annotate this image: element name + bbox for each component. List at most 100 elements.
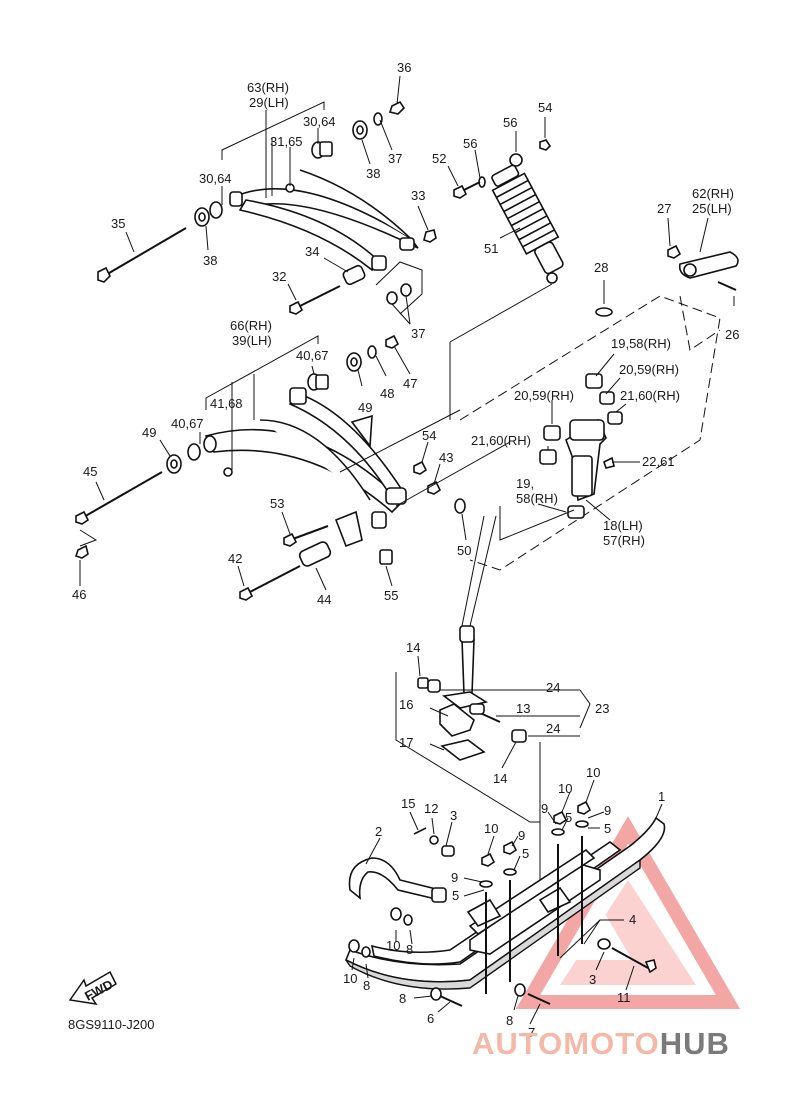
callout-label: 20,59(RH) [619, 362, 679, 377]
callout-label: 41,68 [210, 396, 243, 411]
watermark-part2: HUB [659, 1026, 730, 1061]
callout-label: 20,59(RH) [514, 388, 574, 403]
callout-label: 45 [83, 464, 97, 479]
callout-label: 5 [565, 810, 572, 825]
callout-label: 10 [586, 765, 600, 780]
callout-label: 51 [484, 241, 498, 256]
watermark-text: AUTOMOTOHUB [472, 1026, 730, 1062]
leader-lines-steering [499, 217, 735, 541]
callout-label: 30,64 [199, 171, 232, 186]
callout-label: 9 [541, 801, 548, 816]
callout-label: 66(RH) [230, 318, 272, 333]
callout-label: 3 [450, 808, 457, 823]
callout-label: 36 [397, 60, 411, 75]
callout-label: 6 [427, 1011, 434, 1026]
callout-label: 5 [452, 888, 459, 903]
callout-label: 5 [604, 821, 611, 836]
diagram-code: 8GS9110-J200 [68, 1017, 155, 1032]
callout-label: 38 [203, 253, 217, 268]
callout-label: 39(LH) [232, 333, 272, 348]
callout-label: 23 [595, 701, 609, 716]
callout-label: 27 [657, 201, 671, 216]
callout-label: 56 [503, 115, 517, 130]
callout-label: 25(LH) [692, 201, 732, 216]
callout-label: 47 [403, 376, 417, 391]
callout-label: 30,64 [303, 114, 336, 129]
callout-label: 55 [384, 588, 398, 603]
callout-label: 54 [538, 100, 552, 115]
fwd-label: FWD [82, 977, 115, 1004]
callout-label: 15 [401, 796, 415, 811]
callout-label: 16 [399, 697, 413, 712]
callout-label: 10 [558, 781, 572, 796]
callout-label: 34 [305, 244, 319, 259]
callout-label: 8 [506, 1013, 513, 1028]
callout-label: 12 [424, 801, 438, 816]
callout-label: 24 [546, 680, 560, 695]
callout-label: 9 [451, 870, 458, 885]
callout-label: 35 [111, 216, 125, 231]
callout-label: 63(RH) [247, 80, 289, 95]
watermark-part1: AUTOMOTO [472, 1026, 660, 1061]
lower-a-arm [74, 334, 466, 601]
callout-label: 40,67 [296, 348, 329, 363]
callout-label: 40,67 [171, 416, 204, 431]
callout-label: 57(RH) [603, 533, 645, 548]
steering-link [395, 655, 591, 900]
callout-label: 62(RH) [692, 186, 734, 201]
callout-label: 5 [522, 846, 529, 861]
callout-label: 24 [546, 721, 560, 736]
callout-label: 8 [399, 991, 406, 1006]
callout-label: 44 [317, 592, 331, 607]
steering-column [459, 244, 739, 695]
callout-label: 38 [366, 166, 380, 181]
callout-label: 14 [493, 771, 507, 786]
callout-label: 21,60(RH) [471, 433, 531, 448]
callout-label: 19,58(RH) [611, 336, 671, 351]
callout-labels: 36 63(RH) 29(LH) 30,64 31,65 30,64 37 38… [72, 60, 739, 1040]
callout-label: 14 [406, 640, 420, 655]
callout-label: 2 [375, 824, 382, 839]
fwd-arrow-icon: FWD [68, 970, 117, 1006]
callout-label: 21,60(RH) [620, 388, 680, 403]
shock-absorber [447, 117, 564, 420]
callout-label: 52 [432, 151, 446, 166]
callout-label: 29(LH) [249, 95, 289, 110]
watermark-logo [515, 816, 741, 1009]
callout-label: 32 [272, 269, 286, 284]
callout-label: 3 [589, 972, 596, 987]
callout-label: 31,65 [270, 134, 303, 149]
upper-a-arm [97, 100, 437, 315]
callout-label: 28 [594, 260, 608, 275]
callout-label: 19, [516, 476, 534, 491]
callout-label: 37 [388, 151, 402, 166]
callout-label: 37 [411, 326, 425, 341]
callout-label: 54 [422, 428, 436, 443]
callout-label: 33 [411, 188, 425, 203]
leader-lines-upper [125, 75, 429, 325]
callout-label: 9 [604, 803, 611, 818]
callout-label: 18(LH) [603, 518, 643, 533]
callout-label: 26 [725, 327, 739, 342]
callout-label: 13 [516, 701, 530, 716]
callout-label: 49 [358, 400, 372, 415]
callout-label: 10 [386, 938, 400, 953]
callout-label: 9 [518, 828, 525, 843]
callout-label: 7 [528, 1025, 535, 1040]
callout-label: 43 [439, 450, 453, 465]
callout-label: 8 [363, 978, 370, 993]
callout-label: 11 [617, 990, 631, 1005]
callout-label: 4 [629, 912, 636, 927]
ski-assembly [344, 800, 666, 1007]
callout-label: 1 [658, 789, 665, 804]
leader-lines-ski [351, 779, 663, 1025]
callout-label: 49 [142, 425, 156, 440]
callout-label: 42 [228, 551, 242, 566]
callout-label: 58(RH) [516, 491, 558, 506]
callout-label: 46 [72, 587, 86, 602]
callout-label: 56 [463, 136, 477, 151]
callout-label: 10 [484, 821, 498, 836]
callout-label: 53 [270, 496, 284, 511]
callout-label: 17 [399, 735, 413, 750]
